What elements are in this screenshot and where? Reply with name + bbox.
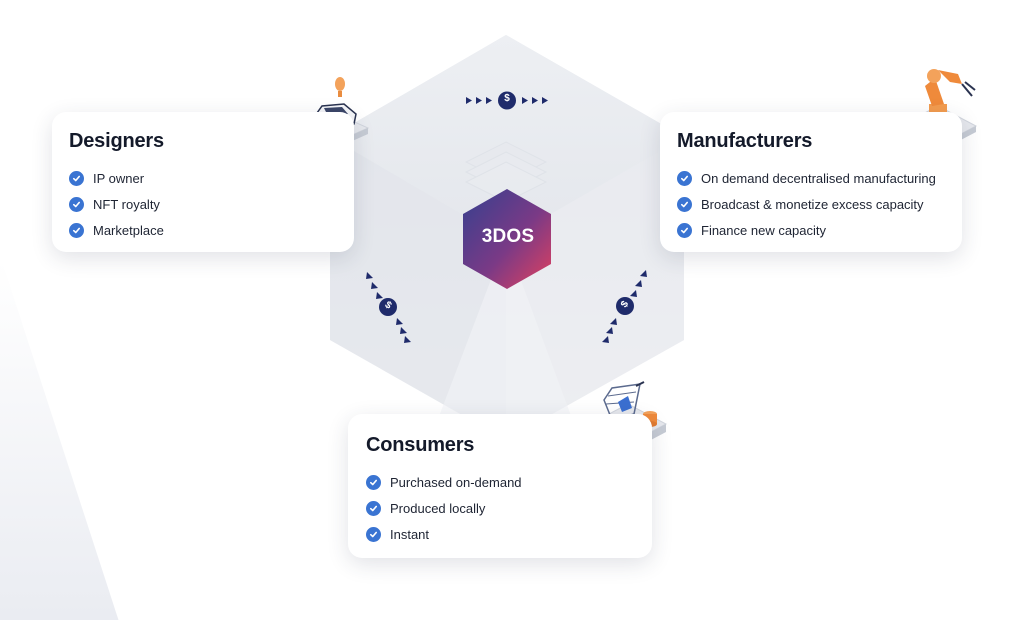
list-item: Finance new capacity	[677, 217, 962, 243]
check-circle-icon	[366, 526, 381, 542]
list-item-label: Purchased on-demand	[390, 474, 522, 490]
top-flow-arrows	[466, 91, 548, 110]
check-circle-icon	[677, 222, 692, 238]
check-circle-icon	[69, 196, 84, 212]
logo-text: 3DOS	[481, 226, 535, 247]
list-item: Produced locally	[366, 495, 652, 521]
left-flow-arrows	[366, 272, 411, 343]
check-circle-icon	[69, 222, 84, 238]
check-circle-icon	[366, 474, 381, 490]
list-item: NFT royalty	[69, 191, 354, 217]
designers-list: IP owner NFT royalty Marketplace	[69, 165, 354, 243]
logo-hexagon	[463, 189, 551, 289]
list-item-label: IP owner	[93, 170, 145, 186]
list-item-label: Broadcast & monetize excess capacity	[701, 196, 924, 212]
check-circle-icon	[677, 196, 692, 212]
check-circle-icon	[366, 500, 381, 516]
manufacturers-title: Manufacturers	[677, 130, 813, 152]
manufacturers-card: Manufacturers On demand decentralised ma…	[660, 112, 962, 252]
check-circle-icon	[677, 170, 692, 186]
network-diagram	[294, 35, 978, 452]
list-item: IP owner	[69, 165, 354, 191]
list-item-label: Finance new capacity	[701, 222, 827, 238]
consumers-title: Consumers	[366, 434, 475, 456]
list-item: Purchased on-demand	[366, 469, 652, 495]
list-item: Marketplace	[69, 217, 354, 243]
list-item: Instant	[366, 521, 652, 547]
consumers-list: Purchased on-demand Produced locally Ins…	[366, 469, 652, 547]
list-item-label: Produced locally	[390, 500, 486, 516]
list-item-label: NFT royalty	[93, 196, 160, 212]
designers-card: Designers IP owner NFT royalty Marketpla…	[52, 112, 354, 252]
right-flow-arrows	[602, 270, 647, 343]
list-item: On demand decentralised manufacturing	[677, 165, 962, 191]
list-item-label: Instant	[390, 526, 430, 542]
top-flow-dollar: $	[504, 93, 510, 104]
list-item-label: On demand decentralised manufacturing	[701, 170, 936, 186]
designers-title: Designers	[69, 130, 164, 152]
manufacturers-list: On demand decentralised manufacturing Br…	[677, 165, 962, 243]
consumers-card: Consumers Purchased on-demand Produced l…	[348, 414, 652, 558]
check-circle-icon	[69, 170, 84, 186]
list-item-label: Marketplace	[93, 222, 164, 238]
list-item: Broadcast & monetize excess capacity	[677, 191, 962, 217]
hexagon-background	[330, 35, 684, 440]
